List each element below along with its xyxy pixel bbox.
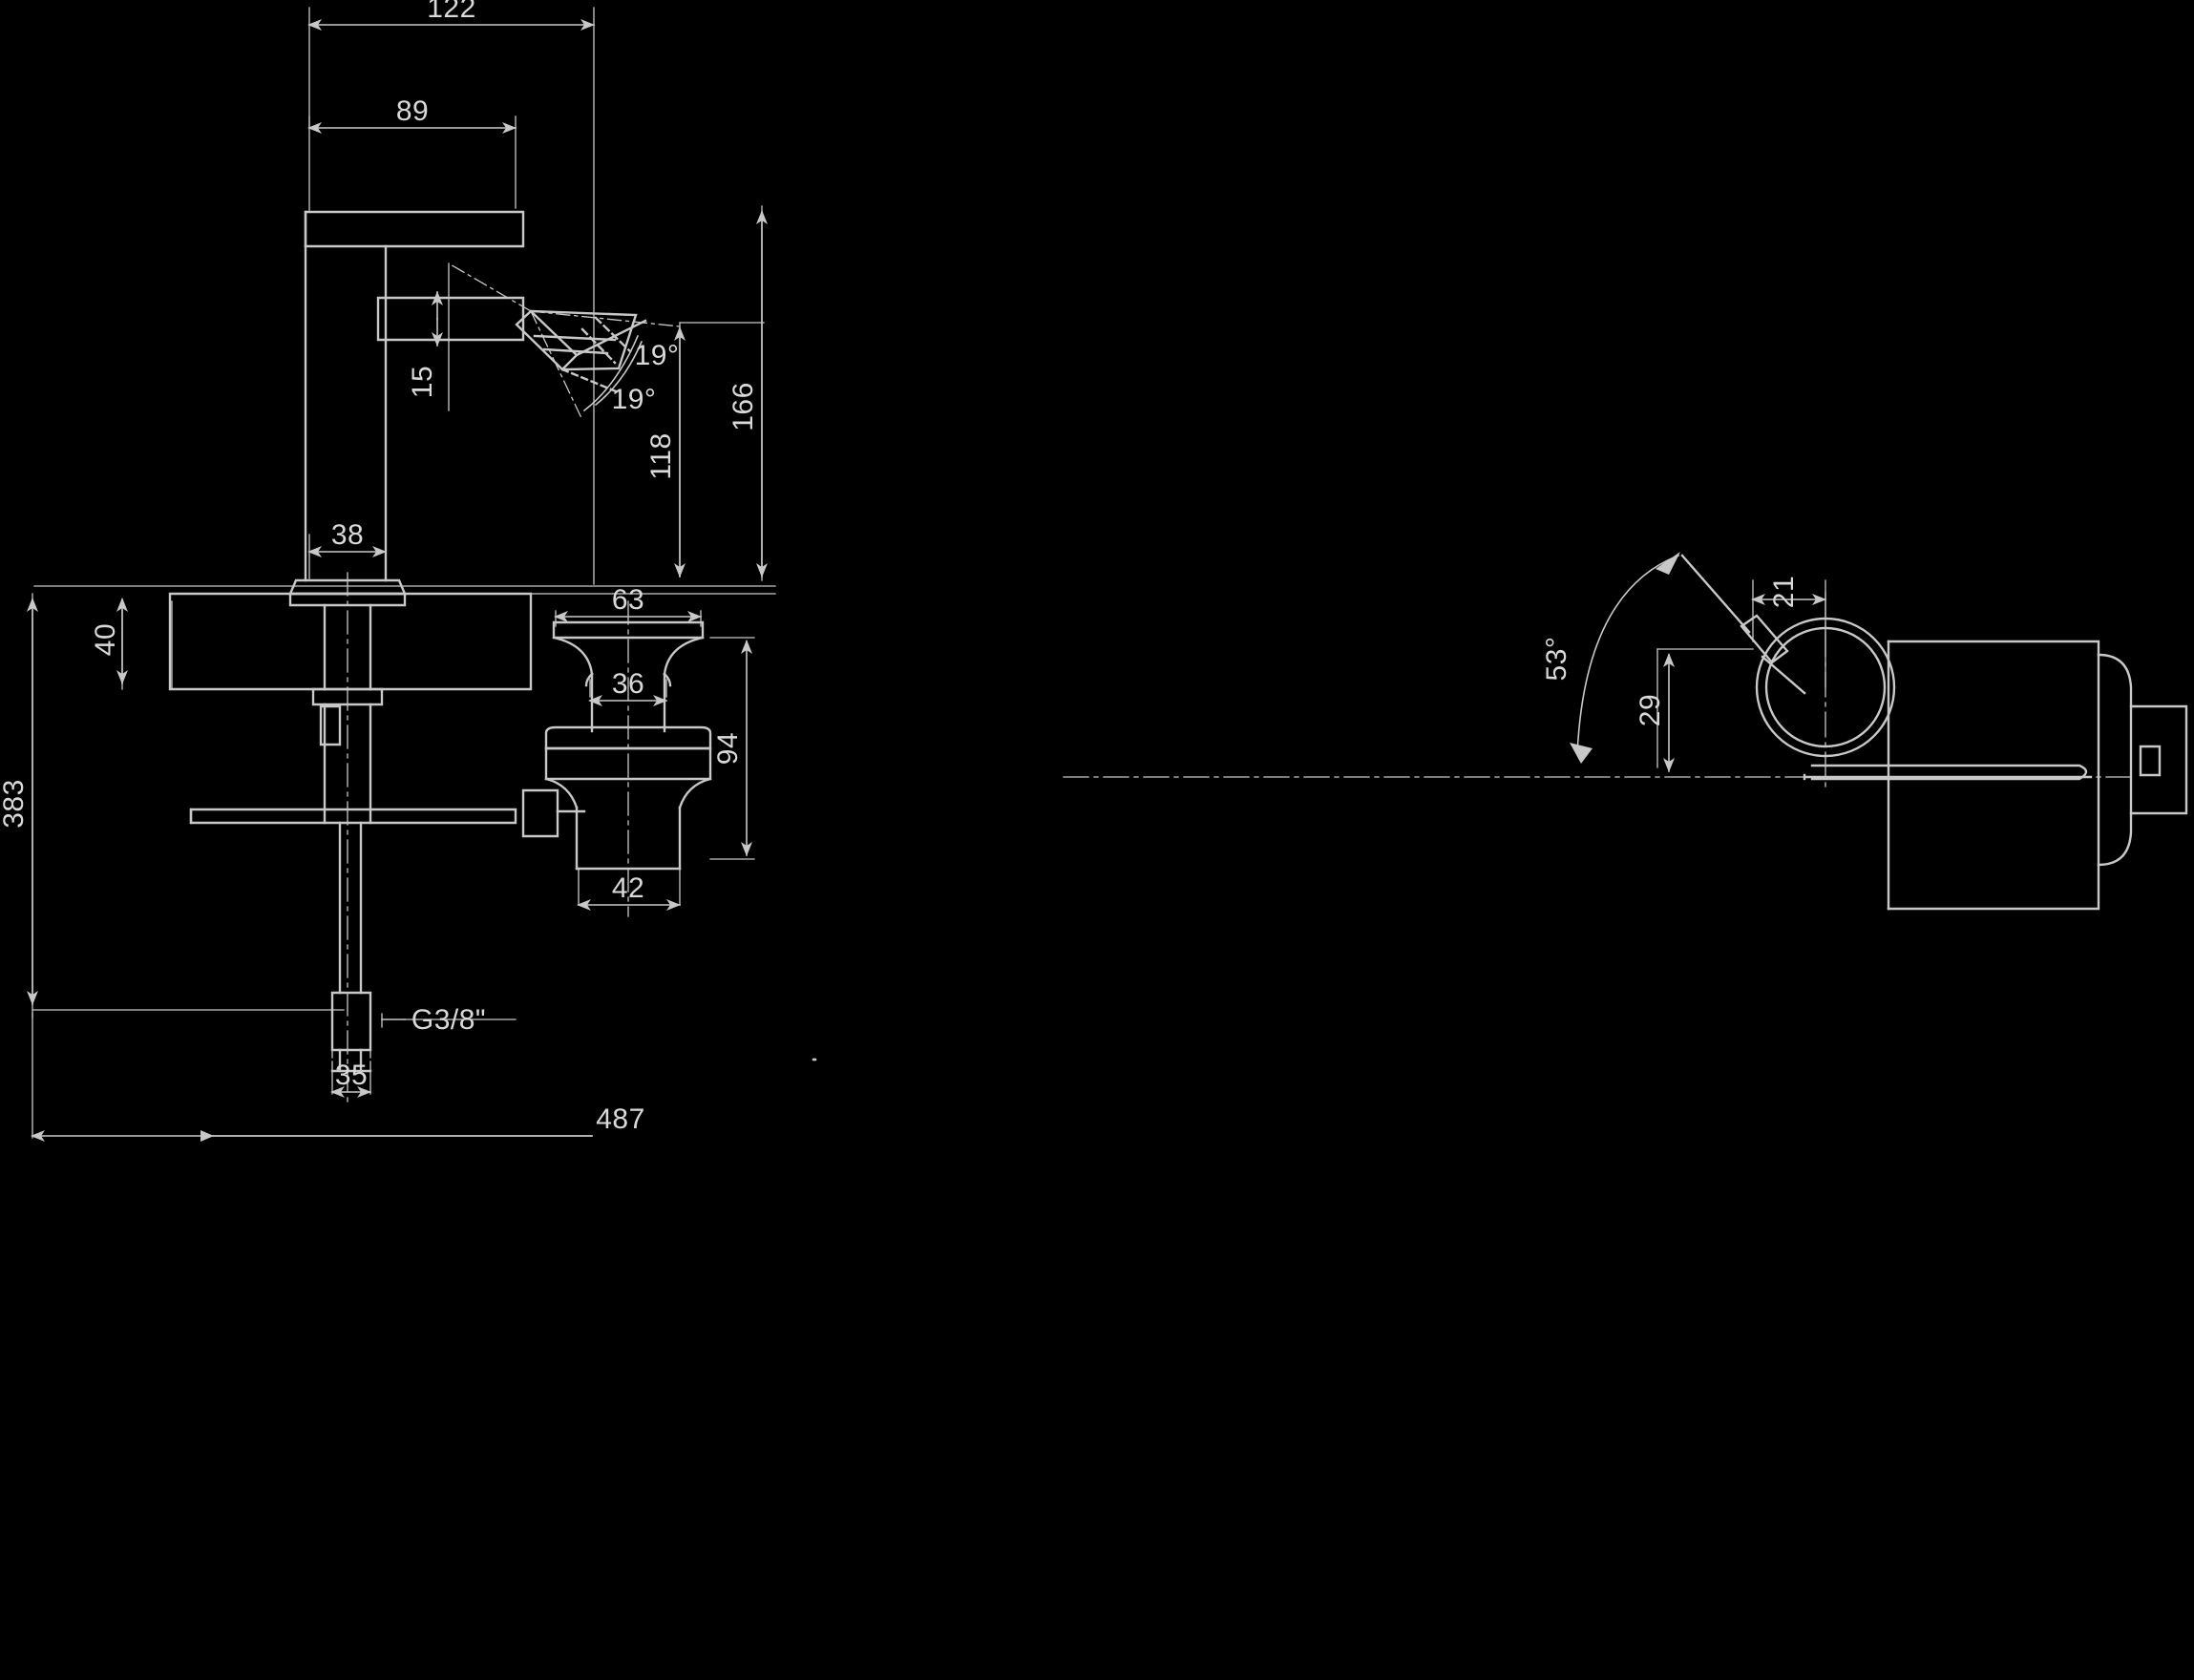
dim-line-487	[31, 1130, 593, 1142]
handle-centerlines	[1063, 591, 2132, 791]
pullrod-linkage	[521, 788, 586, 838]
handle-extension-lines	[1656, 579, 1826, 768]
label-89: 89	[396, 95, 429, 127]
label-19-lower: 19°	[612, 384, 657, 415]
label-36: 36	[612, 668, 644, 700]
lever-tail	[1810, 764, 2088, 781]
label-94: 94	[712, 732, 744, 765]
dim-15	[432, 262, 450, 411]
dimension-labels: 122 89 38 15 19° 19° 118 166 40 383 63 3…	[0, 0, 1800, 1135]
label-15: 15	[407, 366, 438, 398]
label-383: 383	[0, 779, 30, 829]
label-118: 118	[645, 432, 677, 479]
lever-arm	[1680, 554, 1806, 695]
faucet-body-column	[304, 244, 388, 582]
drain-body	[544, 725, 817, 1061]
aerator-assembly	[515, 309, 647, 395]
handle-body-block	[1803, 640, 2188, 911]
label-g38: G3/8"	[411, 1004, 486, 1036]
label-40: 40	[90, 623, 121, 656]
label-29: 29	[1635, 694, 1666, 726]
label-166: 166	[728, 382, 759, 431]
label-487: 487	[596, 1103, 645, 1135]
label-21: 21	[1768, 576, 1800, 608]
label-122: 122	[427, 0, 476, 24]
centerlines	[347, 572, 629, 1108]
spout-arm-outline	[304, 210, 525, 248]
label-38: 38	[331, 519, 364, 551]
label-42: 42	[612, 872, 644, 904]
handle-arc-arrows	[1570, 552, 1680, 764]
label-19-upper: 19°	[635, 340, 680, 371]
mounting-clamp	[189, 808, 517, 825]
extension-lines	[32, 7, 776, 1139]
spout-neck-block	[376, 296, 525, 342]
handle-swing-arc	[1576, 554, 1680, 755]
countertop-slab	[168, 592, 533, 691]
faucet-shank	[311, 603, 384, 1073]
label-35: 35	[335, 1060, 368, 1091]
label-53: 53°	[1541, 637, 1572, 682]
angle-construction-lines	[448, 262, 681, 421]
aerator-swing-arc	[582, 334, 643, 412]
label-63: 63	[612, 584, 644, 616]
